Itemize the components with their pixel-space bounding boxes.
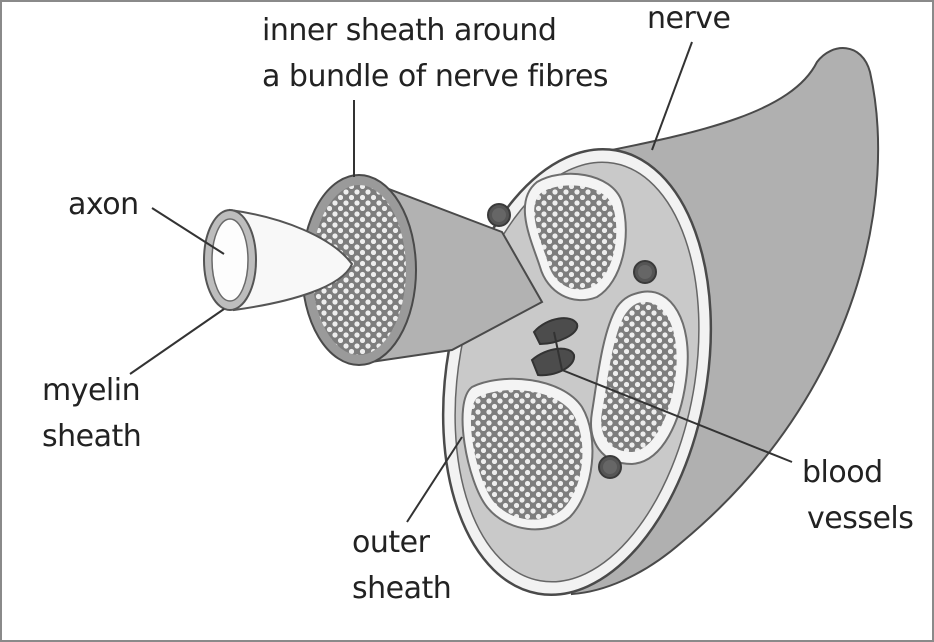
label-inner-sheath-line-2: a bundle of nerve fibres bbox=[262, 59, 609, 94]
label-blood-line-2: vessels bbox=[807, 501, 914, 536]
label-outer-sheath: outer sheath bbox=[352, 520, 452, 612]
label-axon: axon bbox=[68, 187, 139, 222]
label-myelin-sheath: myelin sheath bbox=[42, 368, 142, 460]
blood-vessels bbox=[487, 203, 657, 479]
leader-axon bbox=[151, 207, 225, 255]
label-outer-line-2: sheath bbox=[352, 571, 452, 606]
label-blood-vessels: blood vessels bbox=[802, 450, 914, 542]
axon-core bbox=[211, 218, 249, 302]
leader-outer-sheath bbox=[406, 436, 463, 523]
leader-nerve bbox=[651, 41, 693, 151]
label-nerve: nerve bbox=[647, 1, 731, 36]
label-myelin-line-1: myelin bbox=[42, 373, 141, 408]
label-outer-line-1: outer bbox=[352, 525, 430, 560]
myelin-cone bbox=[228, 208, 354, 312]
label-blood-line-1: blood bbox=[802, 455, 883, 490]
leader-myelin bbox=[129, 308, 225, 375]
label-myelin-line-2: sheath bbox=[42, 419, 142, 454]
fascicles bbox=[461, 172, 689, 531]
label-inner-sheath: inner sheath around a bundle of nerve fi… bbox=[262, 8, 609, 100]
leader-vessel-2 bbox=[553, 331, 563, 371]
label-inner-sheath-line-1: inner sheath around bbox=[262, 13, 557, 48]
leader-vessel-1 bbox=[561, 369, 793, 463]
